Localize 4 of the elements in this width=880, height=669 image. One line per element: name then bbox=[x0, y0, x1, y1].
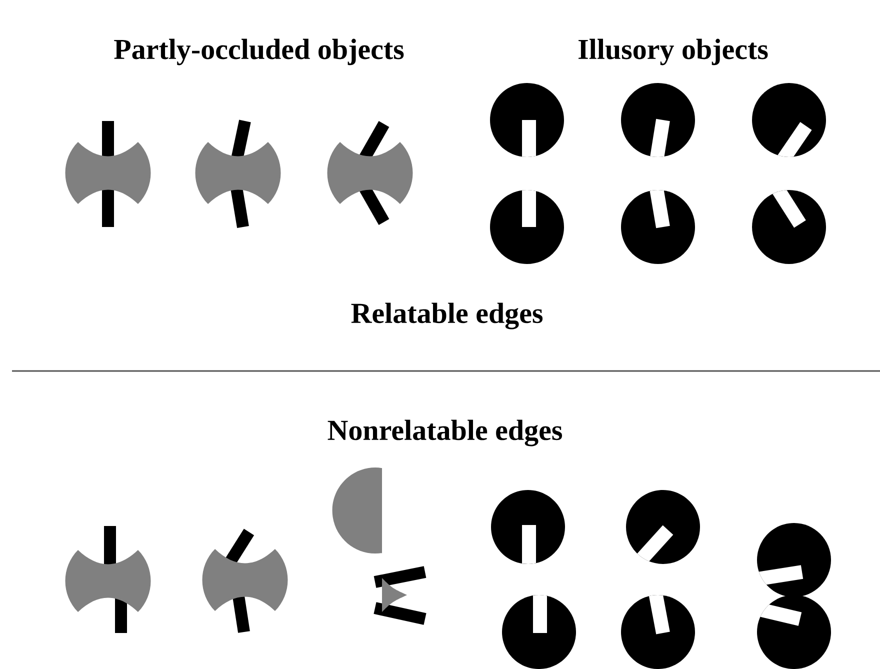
heading: Nonrelatable edges bbox=[328, 420, 562, 446]
heading: Relatable edges bbox=[351, 302, 543, 330]
heading: Illusory objects bbox=[578, 38, 768, 66]
heading: Partly-occluded objects bbox=[114, 38, 404, 66]
